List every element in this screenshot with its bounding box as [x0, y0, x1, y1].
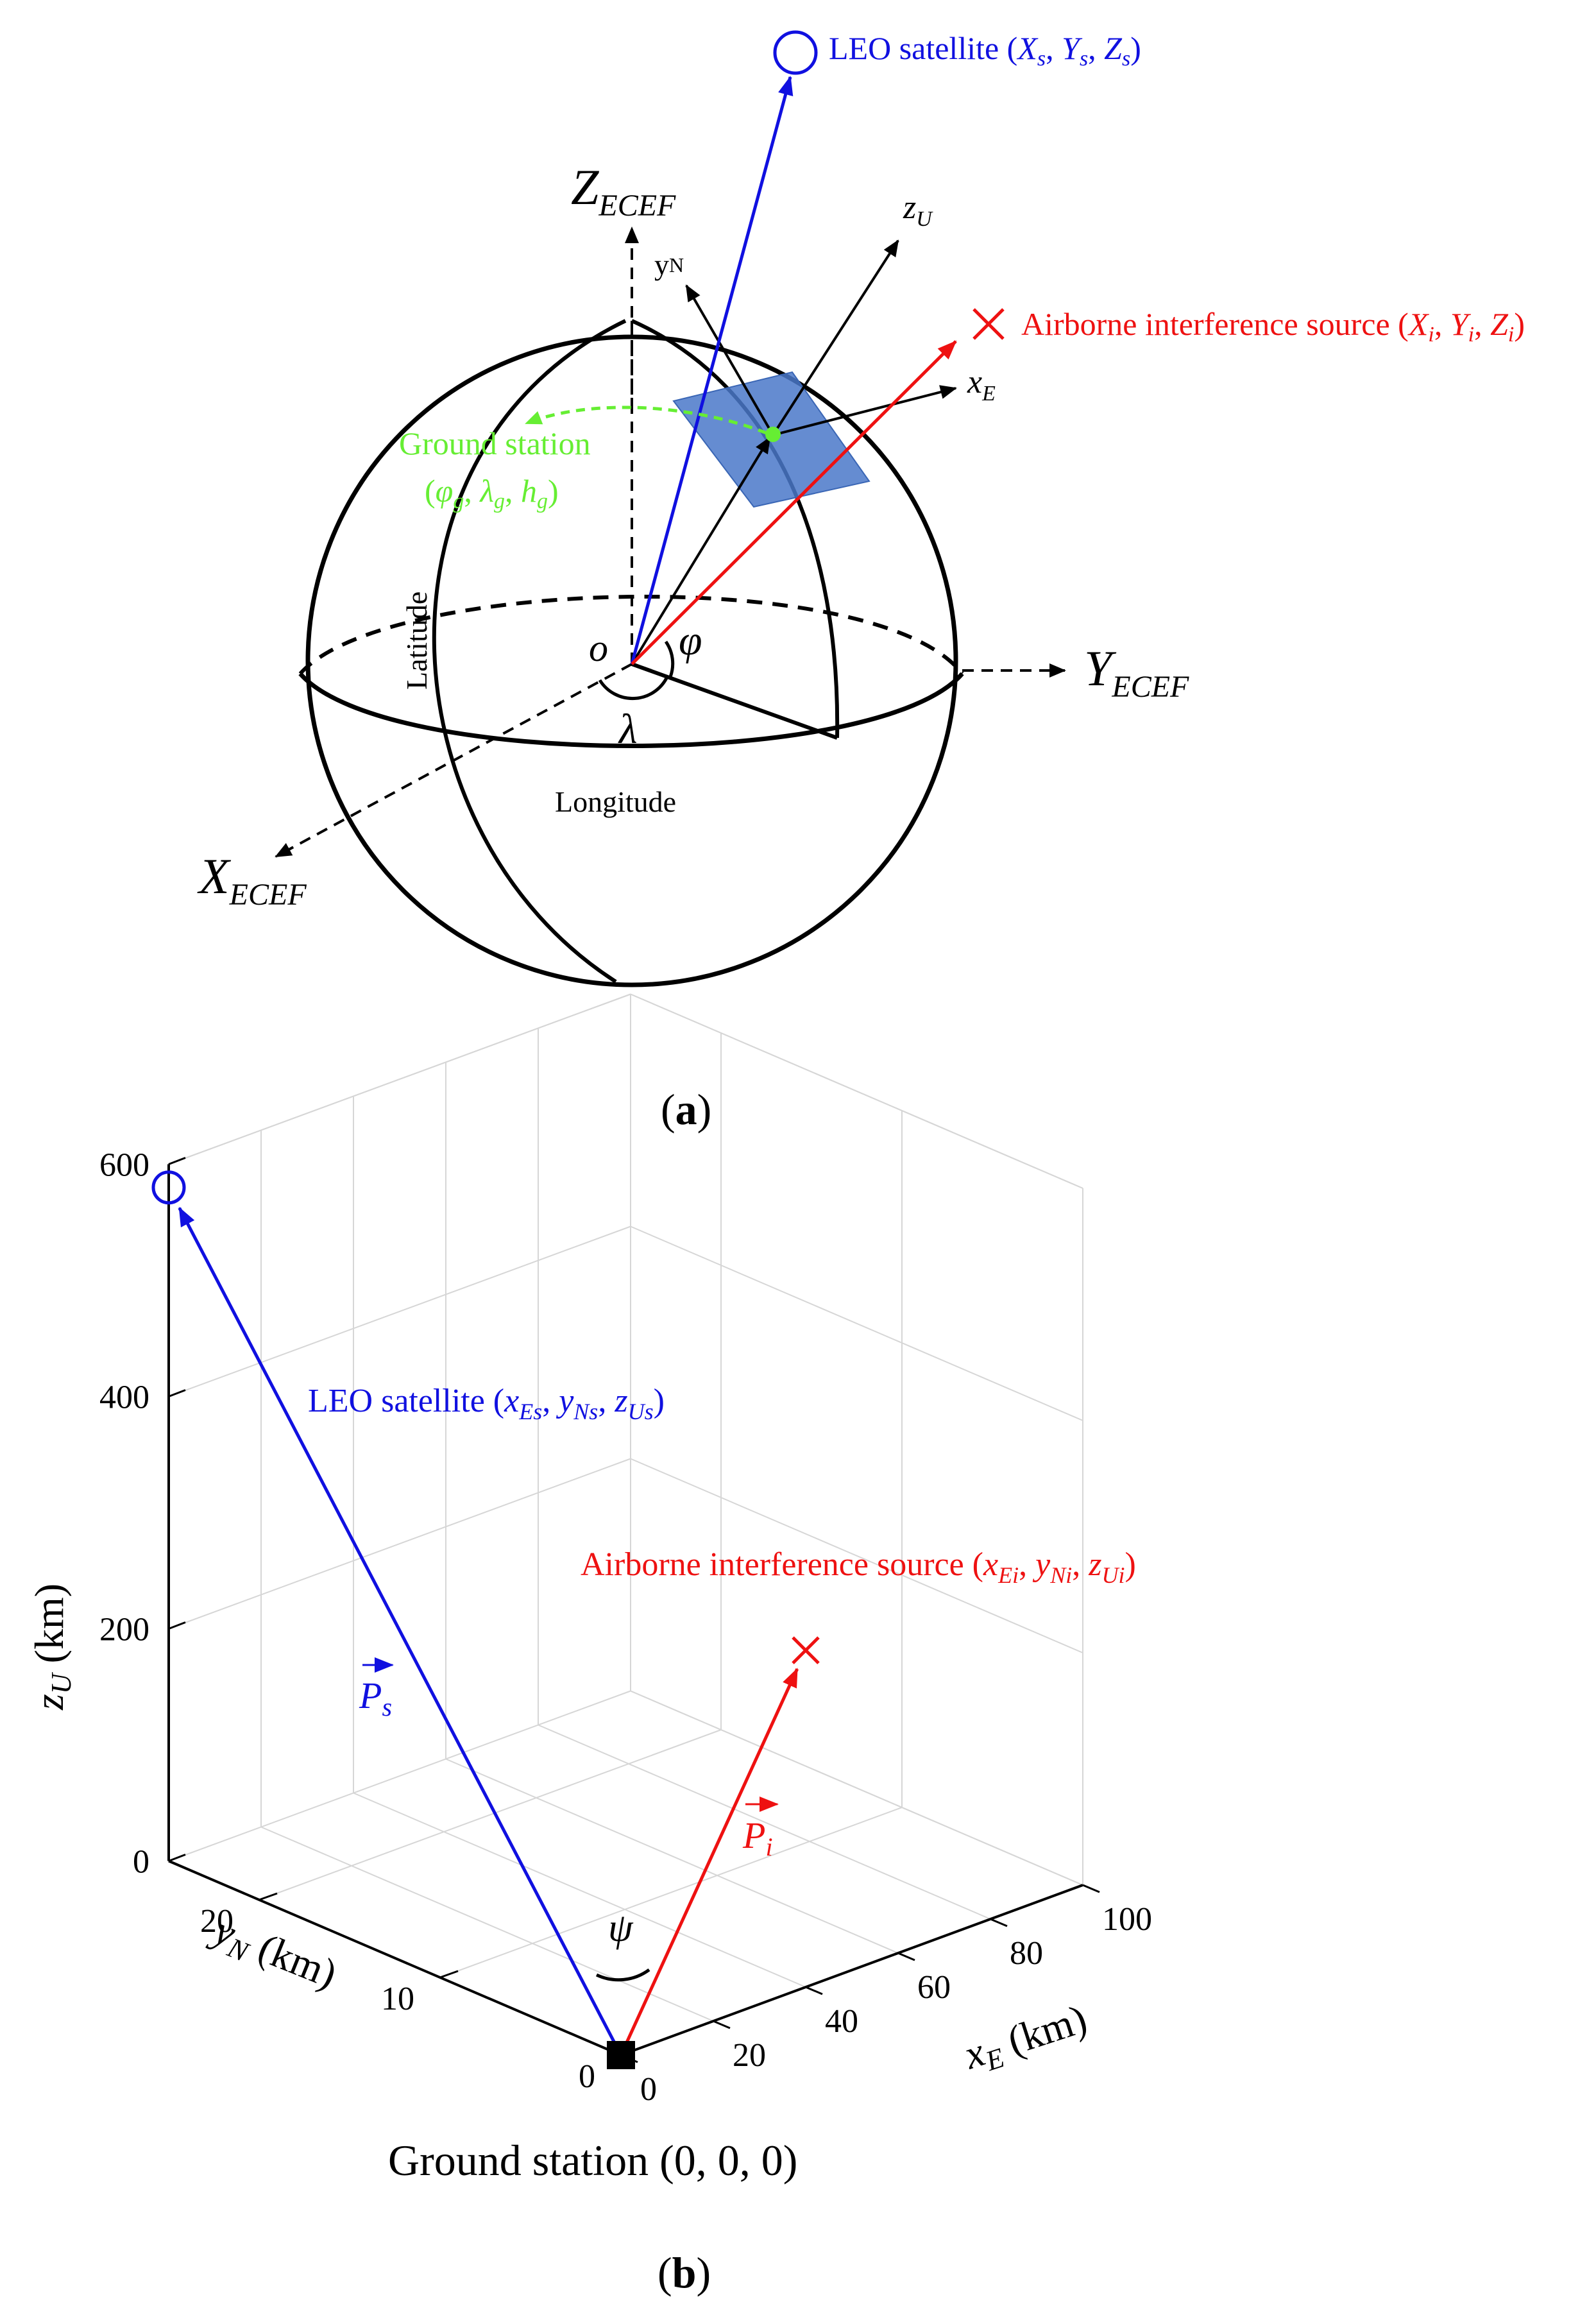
vector-ps-label: Ps	[359, 1657, 394, 1721]
y-tick-mark	[439, 1970, 459, 1979]
grid-line-z-side	[630, 1458, 1083, 1653]
x-tick-label: 80	[1010, 1935, 1043, 1972]
z-u-label: zU	[903, 189, 933, 231]
x-ecef-axis-line	[275, 663, 632, 858]
z-tick-mark	[168, 1854, 186, 1862]
y-n-label: yN	[654, 248, 684, 281]
x-tick-label: 0	[640, 2071, 657, 2108]
equator-front	[298, 672, 964, 748]
phi-angle-label: φ	[679, 617, 702, 664]
x-axis-title: xE (km)	[958, 1995, 1093, 2083]
x-tick-mark	[990, 1918, 1008, 1927]
interference-marker-b	[792, 1636, 820, 1664]
x-tick-label: 100	[1102, 1901, 1152, 1938]
grid-line-y-floor	[439, 1807, 903, 1978]
phi-angle-arc	[664, 640, 675, 678]
ground-station-label-a: Ground station	[399, 425, 591, 461]
z-tick-label: 200	[99, 1612, 149, 1648]
x-e-axis-line	[772, 385, 957, 436]
x-tick-mark	[897, 1952, 915, 1961]
psi-angle-arc	[595, 1968, 650, 1982]
z-tick-label: 400	[99, 1379, 149, 1416]
interference-label-b: Airborne interference source (xEi, yNi, …	[581, 1546, 1136, 1588]
grid-line-y-floor	[259, 1729, 722, 1900]
longitude-label: Longitude	[555, 785, 676, 818]
box-edge-top-side	[630, 993, 1083, 1189]
grid-line-x-floor	[260, 1826, 714, 2022]
x-tick-mark	[1082, 1884, 1100, 1893]
ground-station-label-b: Ground station (0, 0, 0)	[388, 2136, 797, 2185]
psi-label: ψ	[608, 1906, 634, 1950]
grid-line-z-side	[630, 1225, 1083, 1421]
z-tick-mark	[168, 1389, 186, 1397]
svg-text:Ps: Ps	[359, 1675, 392, 1721]
interference-marker-a	[972, 308, 1005, 340]
svg-text:Pi: Pi	[742, 1814, 773, 1861]
y-axis-title: yN (km)	[203, 1906, 343, 2002]
z-ecef-label: ZECEF	[571, 159, 676, 223]
grid-line-z-back	[168, 1458, 631, 1630]
box-edge-top-back	[168, 993, 631, 1165]
ground-station-marker-b	[607, 2041, 635, 2069]
x-tick-label: 20	[733, 2037, 766, 2074]
grid-line-x-floor	[445, 1758, 899, 1954]
interference-vector-b	[619, 1668, 799, 2056]
x-e-label: xE	[967, 364, 996, 405]
satellite-marker-b	[151, 1170, 186, 1205]
vector-pi-label: Pi	[742, 1797, 779, 1861]
x-tick-label: 60	[917, 1969, 951, 2006]
radial-line	[631, 662, 838, 740]
grid-line-z-back	[168, 1225, 631, 1397]
z-tick-mark	[168, 1157, 186, 1165]
y-tick-label: 0	[579, 2058, 595, 2095]
ground-station-coords-a: (φg, λg, hg)	[425, 473, 559, 513]
satellite-label-b: LEO satellite (xEs, yNs, zUs)	[308, 1383, 665, 1424]
grid-line-x-floor	[630, 1690, 1083, 1886]
meridian-longitude	[432, 319, 627, 984]
grid-line-z-back	[168, 1690, 631, 1862]
grid-line-x-floor	[538, 1724, 991, 1920]
caption-a: (a)	[661, 1085, 711, 1134]
y-tick-label: 20	[200, 1903, 233, 1940]
z-u-axis-line	[772, 239, 899, 436]
plot-axes	[167, 1164, 1083, 2056]
plot-grid	[168, 993, 1083, 2056]
origin-to-ground-station	[631, 436, 771, 665]
x-ecef-label: XECEF	[197, 848, 307, 912]
lambda-angle-arc	[598, 676, 669, 701]
z-tick-label: 600	[99, 1147, 149, 1184]
y-n-axis-line	[685, 284, 774, 436]
satellite-marker-a	[773, 30, 818, 75]
panel-a: LEO satellite (Xs, Ys, Zs) Airborne inte…	[197, 30, 1525, 1134]
caption-b: (b)	[658, 2248, 711, 2297]
satellite-vector-b	[178, 1206, 623, 2056]
origin-label: o	[589, 627, 608, 669]
x-tick-label: 40	[825, 2003, 858, 2040]
ground-station-point	[765, 427, 781, 442]
y-tick-label: 10	[381, 1981, 414, 2017]
grid-line-x-floor	[353, 1792, 806, 1988]
latitude-label: Latitude	[400, 592, 433, 690]
interference-vector-a	[631, 340, 957, 665]
satellite-vector-a	[630, 76, 794, 665]
z-tick-mark	[168, 1621, 186, 1630]
satellite-label-a: LEO satellite (Xs, Ys, Zs)	[829, 30, 1141, 71]
y-axis-line	[168, 1859, 622, 2056]
z-axis-title: zU (km)	[26, 1584, 77, 1711]
interference-label-a: Airborne interference source (Xi, Yi, Zi…	[1021, 306, 1525, 346]
y-ecef-label: YECEF	[1084, 640, 1189, 704]
z-tick-label: 0	[133, 1844, 149, 1881]
plot-marks	[151, 1170, 820, 2069]
x-tick-mark	[713, 2020, 731, 2029]
x-tick-mark	[805, 1986, 823, 1995]
lambda-angle-label: λ	[618, 706, 638, 753]
ground-station-arc	[525, 405, 767, 435]
x-axis-line	[620, 1884, 1083, 2056]
y-tick-mark	[259, 1892, 278, 1901]
